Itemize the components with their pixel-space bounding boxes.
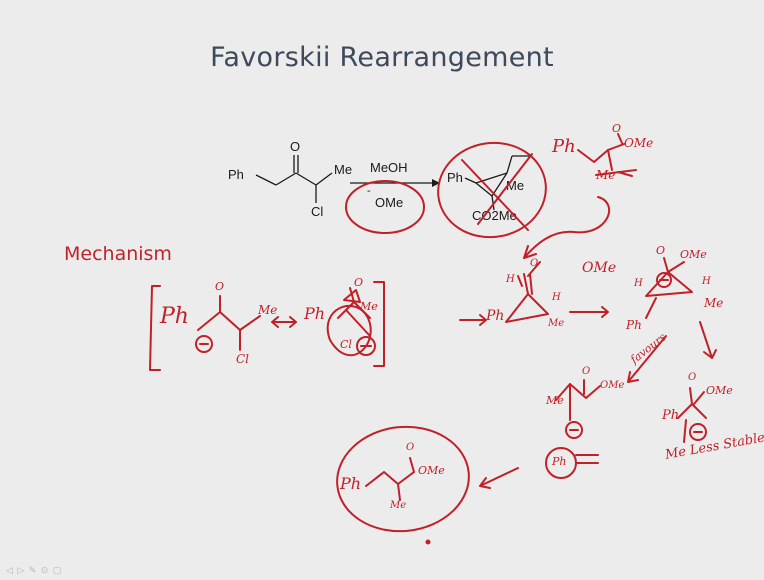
right-carbanion-ome: OMe [706,384,733,397]
resonance1-ph: Ph [160,304,189,329]
resonance2-o: O [354,276,364,289]
reactant-ph-label: Ph [228,167,244,182]
reagent-methoxide: OMe [375,195,404,210]
left-carbanion-ome: OMe [600,380,625,391]
topright-ome: OMe [624,136,654,150]
toolbar-icon[interactable]: ◁ ▷ ✎ ⊙ ▢ [6,565,63,575]
cyclopropanone-me: Me [548,318,565,329]
topright-ph: Ph [552,136,576,157]
left-carbanion-me: Me [546,394,564,407]
resonance2-cl: Cl [340,338,352,351]
reactant-carbonyl-o: O [290,139,301,154]
cyclopropanone-h1: H [506,274,515,285]
left-carbanion-ph: Ph [552,455,567,468]
slide-title: Favorskii Rearrangement [210,42,554,73]
resonance1-cl: Cl [236,352,250,366]
tetrahedral-ome: OMe [680,248,707,261]
final-product-ph: Ph [340,474,362,493]
reactant-cl-label: Cl [311,204,324,219]
final-product-me: Me [390,500,407,511]
right-carbanion-ph: Ph [662,408,680,423]
resonance2-me: Me [360,300,378,313]
reagent-meoh: MeOH [370,160,408,175]
cyclopropanone-o: O [530,258,539,269]
product-co2me-label: CO2Me [472,208,517,223]
tetrahedral-ph: Ph [626,318,642,332]
reactant-me-label: Me [334,162,353,177]
tetrahedral-h1: H [634,278,643,289]
product-ph-label: Ph [447,170,463,185]
tetrahedral-me: Me [704,296,724,310]
resonance2-ph: Ph [304,304,326,323]
cyclopropanone-h2: H [552,292,561,303]
cyclopropanone-ph: Ph [486,308,505,324]
methoxide-charge: - [367,185,371,197]
presentation-toolbar[interactable]: ◁ ▷ ✎ ⊙ ▢ [6,565,62,576]
final-product-ome: OMe [418,464,445,477]
final-product-o: O [406,442,415,453]
left-carbanion-o: O [582,366,591,377]
topright-o: O [612,122,622,135]
right-carbanion-o: O [688,372,697,383]
tetrahedral-o: O [656,244,666,257]
resonance1-me: Me [258,303,278,317]
tetrahedral-h2: H [702,276,711,287]
methoxide-attack: OMe [582,260,617,276]
topright-me: Me [596,168,616,182]
mechanism-heading: Mechanism [64,243,172,265]
resonance1-o: O [215,280,225,293]
